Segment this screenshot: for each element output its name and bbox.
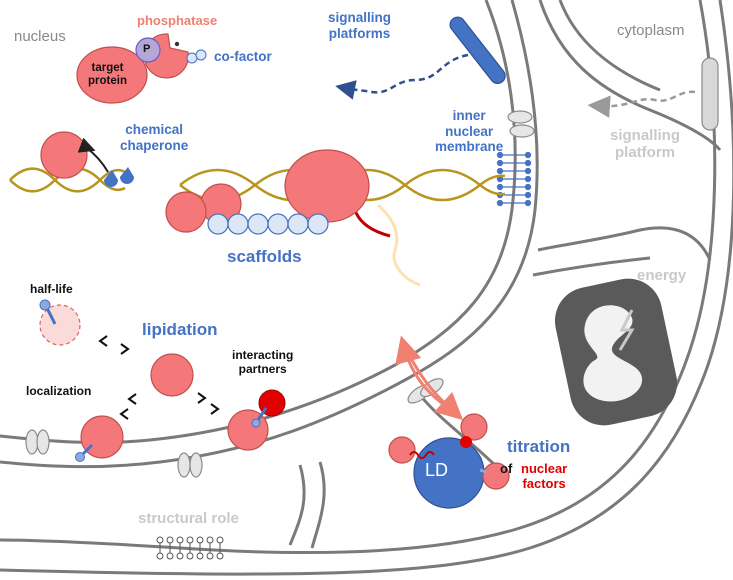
signalling-platforms-shape bbox=[449, 16, 506, 85]
lipid-droplet-label: LD bbox=[425, 460, 449, 480]
phosphatase-label: phosphatase bbox=[137, 13, 218, 28]
nuclear-factors-label: nuclear factors bbox=[521, 461, 568, 491]
signalling-platform-shape bbox=[701, 57, 719, 131]
signalling-platforms-label: signalling platforms bbox=[328, 10, 392, 41]
lipid-droplet-group bbox=[388, 335, 510, 509]
cytoplasm-label: cytoplasm bbox=[617, 22, 685, 39]
phospho-shape bbox=[135, 37, 161, 63]
energy-label: energy bbox=[637, 267, 687, 284]
er-network bbox=[288, 0, 722, 549]
localization-label: localization bbox=[26, 384, 92, 398]
interacting-partners-label: interacting partners bbox=[232, 348, 294, 376]
structural-role-label: structural role bbox=[138, 510, 239, 527]
target-protein-shape bbox=[76, 46, 148, 104]
cofactor-label: co-factor bbox=[214, 49, 272, 64]
target-protein-label: target protein bbox=[88, 62, 127, 88]
nuclear-pore-top bbox=[507, 110, 535, 138]
structural-role-lipids bbox=[156, 536, 224, 560]
lipidation-group bbox=[39, 299, 286, 462]
scaffolds-group bbox=[165, 149, 421, 287]
nuclear-pore-bottom bbox=[177, 452, 203, 478]
lipidation-label: lipidation bbox=[142, 320, 218, 339]
inner-nuclear-membrane-label: inner nuclear membrane bbox=[435, 108, 504, 155]
chemical-chaperone-label: chemical chaperone bbox=[120, 122, 189, 153]
signalling-platform-arrow bbox=[587, 90, 696, 118]
inner-membrane-lipids bbox=[496, 151, 532, 207]
phospho-label: P bbox=[143, 43, 151, 55]
phosphatase-group bbox=[76, 33, 207, 104]
mitochondrion bbox=[554, 278, 678, 426]
nucleus-label: nucleus bbox=[14, 28, 66, 45]
half-life-label: half-life bbox=[30, 282, 73, 296]
signalling-platform-label: signalling platform bbox=[610, 127, 681, 162]
titration-label: titration bbox=[507, 437, 571, 456]
chaperone-group bbox=[40, 131, 134, 187]
signalling-platforms-arrow bbox=[335, 53, 469, 100]
lipidation-double-arrows bbox=[98, 335, 220, 420]
nuclear-pore-left bbox=[25, 429, 50, 455]
titration-of-label: of bbox=[500, 461, 513, 476]
scaffolds-label: scaffolds bbox=[227, 247, 302, 266]
